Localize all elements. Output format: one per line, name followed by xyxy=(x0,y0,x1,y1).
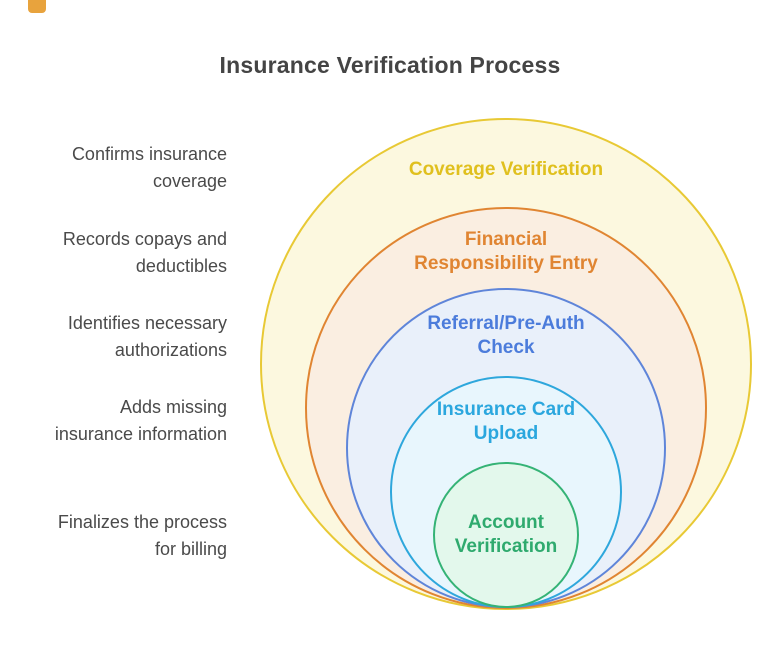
corner-marker xyxy=(28,0,46,13)
side-note-referral-pre-auth-check: Identifies necessary authorizations xyxy=(67,313,227,360)
ring-label-coverage-verification: Coverage Verification xyxy=(408,159,604,180)
ring-label-account-verification: Account Verification xyxy=(454,512,558,557)
page-title: Insurance Verification Process xyxy=(219,52,561,78)
side-note-insurance-card-upload: Adds missing insurance information xyxy=(54,397,227,444)
side-note-coverage-verification: Confirms insurance coverage xyxy=(71,144,227,191)
side-note-account-verification: Finalizes the process for billing xyxy=(57,512,227,559)
ring-label-insurance-card-upload: Insurance Card Upload xyxy=(436,399,576,444)
ring-label-referral-pre-auth-check: Referral/Pre-Auth Check xyxy=(427,313,585,358)
ring-label-financial-responsibility-entry: Financial Responsibility Entry xyxy=(414,229,598,274)
side-note-financial-responsibility-entry: Records copays and deductibles xyxy=(62,229,227,276)
ring-account-verification xyxy=(433,462,579,608)
